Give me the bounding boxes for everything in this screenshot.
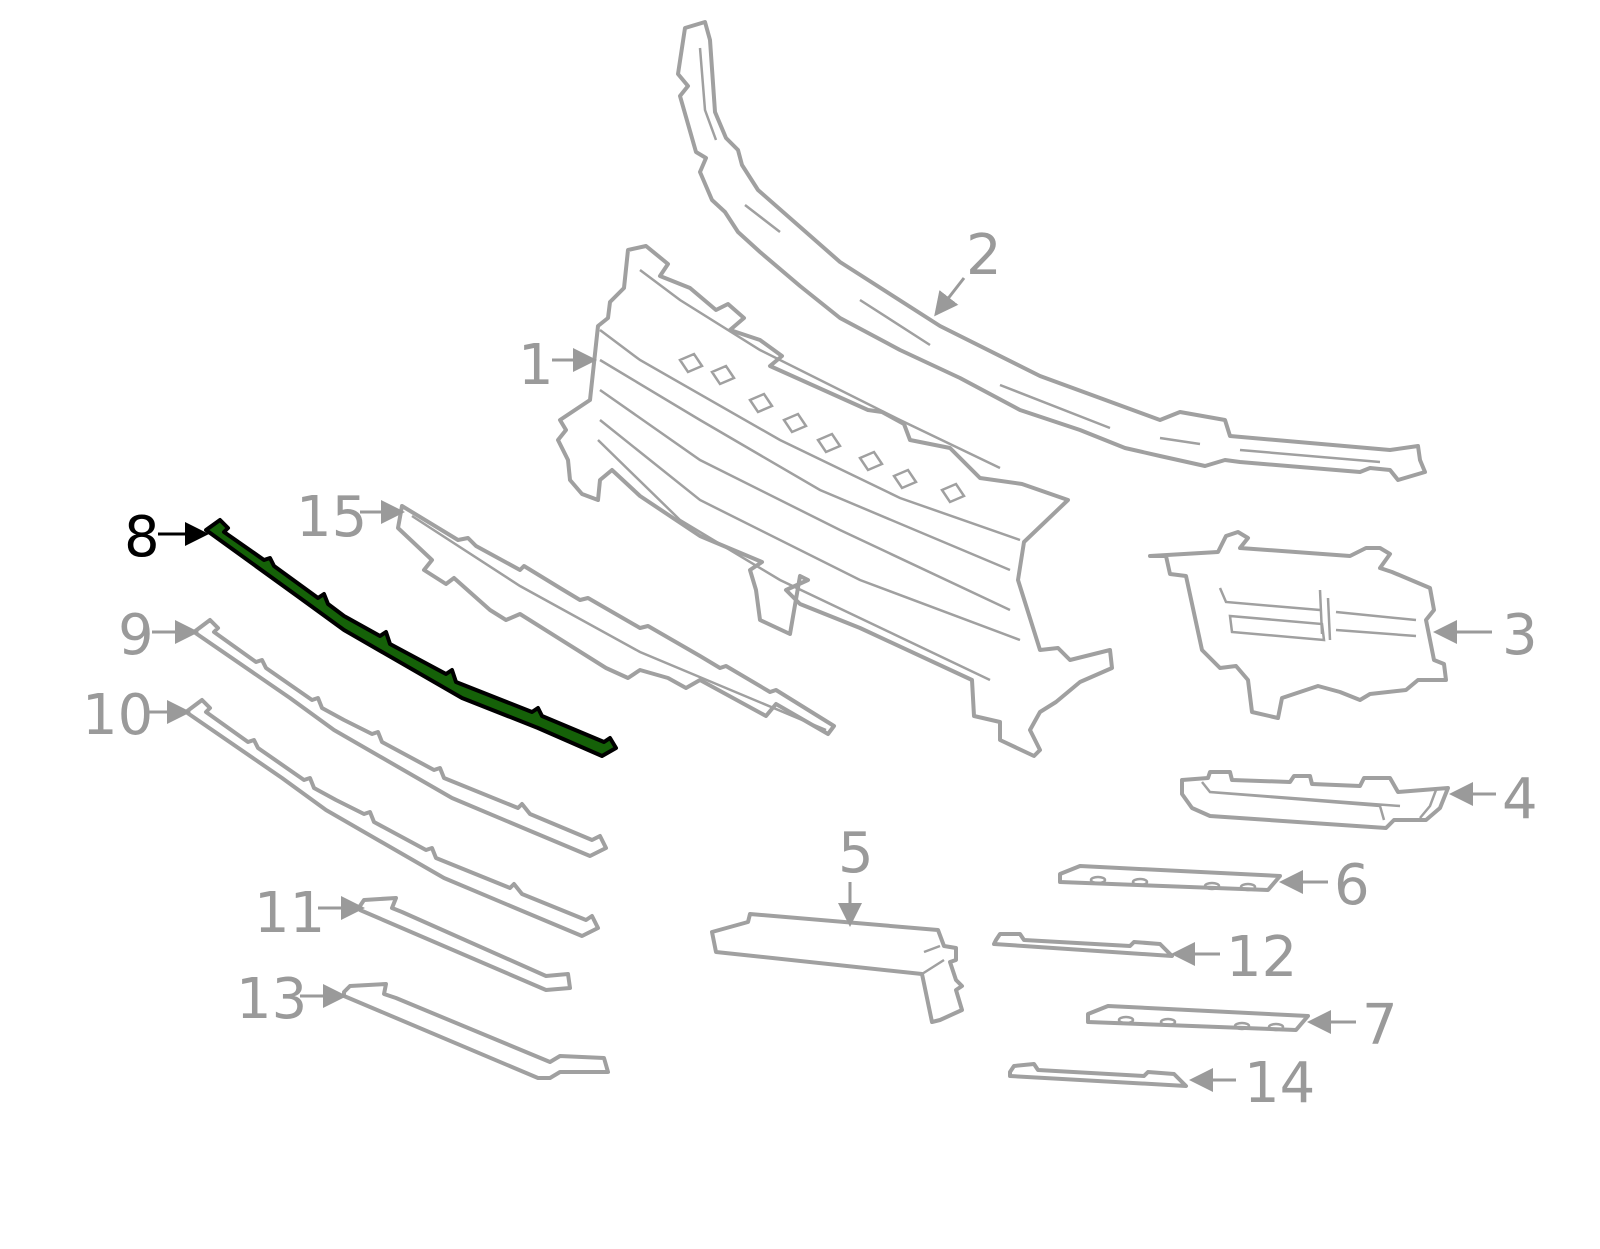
callout-6[interactable]: 6 bbox=[1279, 853, 1370, 918]
callout-4[interactable]: 4 bbox=[1449, 767, 1538, 832]
callout-12[interactable]: 12 bbox=[1171, 925, 1297, 990]
svg-text:11: 11 bbox=[254, 881, 325, 946]
part-12-strip[interactable] bbox=[992, 932, 1174, 958]
part-15-molding[interactable] bbox=[396, 504, 836, 736]
part-1-grille[interactable] bbox=[556, 244, 1114, 758]
svg-text:7: 7 bbox=[1362, 993, 1398, 1058]
callout-10[interactable]: 10 bbox=[82, 683, 191, 748]
svg-text:12: 12 bbox=[1226, 925, 1297, 990]
part-14-strip[interactable] bbox=[1008, 1062, 1188, 1088]
leader-arrow bbox=[934, 277, 966, 317]
callout-9[interactable]: 9 bbox=[118, 603, 199, 668]
part-2-reinforcement[interactable] bbox=[676, 20, 1427, 482]
svg-text:2: 2 bbox=[966, 223, 1002, 288]
part-13-strip[interactable] bbox=[342, 982, 610, 1080]
part-8-molding-highlighted[interactable] bbox=[204, 518, 618, 758]
callout-8[interactable]: 8 bbox=[124, 505, 209, 570]
part-5-panel[interactable] bbox=[710, 912, 964, 1024]
callout-1[interactable]: 1 bbox=[518, 333, 597, 398]
callout-5[interactable]: 5 bbox=[838, 821, 874, 927]
part-11-strip[interactable] bbox=[358, 896, 572, 992]
callout-15[interactable]: 15 bbox=[296, 485, 405, 550]
part-10-molding[interactable] bbox=[184, 698, 600, 938]
svg-text:5: 5 bbox=[838, 821, 874, 886]
callout-3[interactable]: 3 bbox=[1433, 603, 1538, 668]
svg-text:9: 9 bbox=[118, 603, 154, 668]
svg-text:4: 4 bbox=[1502, 767, 1538, 832]
callout-7[interactable]: 7 bbox=[1307, 993, 1398, 1058]
callout-2[interactable]: 2 bbox=[934, 223, 1002, 317]
callout-13[interactable]: 13 bbox=[236, 967, 347, 1032]
part-7-strip[interactable] bbox=[1086, 1004, 1310, 1032]
svg-text:1: 1 bbox=[518, 333, 554, 398]
svg-text:3: 3 bbox=[1502, 603, 1538, 668]
part-9-molding[interactable] bbox=[192, 618, 608, 858]
svg-text:14: 14 bbox=[1244, 1051, 1315, 1116]
svg-text:6: 6 bbox=[1334, 853, 1370, 918]
svg-text:13: 13 bbox=[236, 967, 307, 1032]
callout-14[interactable]: 14 bbox=[1189, 1051, 1315, 1116]
svg-text:15: 15 bbox=[296, 485, 367, 550]
svg-text:10: 10 bbox=[82, 683, 153, 748]
part-6-strip[interactable] bbox=[1058, 864, 1282, 892]
callout-11[interactable]: 11 bbox=[254, 881, 365, 946]
part-4-molding[interactable] bbox=[1180, 770, 1450, 830]
svg-text:8: 8 bbox=[124, 505, 160, 570]
part-3-bracket[interactable] bbox=[1148, 530, 1448, 720]
